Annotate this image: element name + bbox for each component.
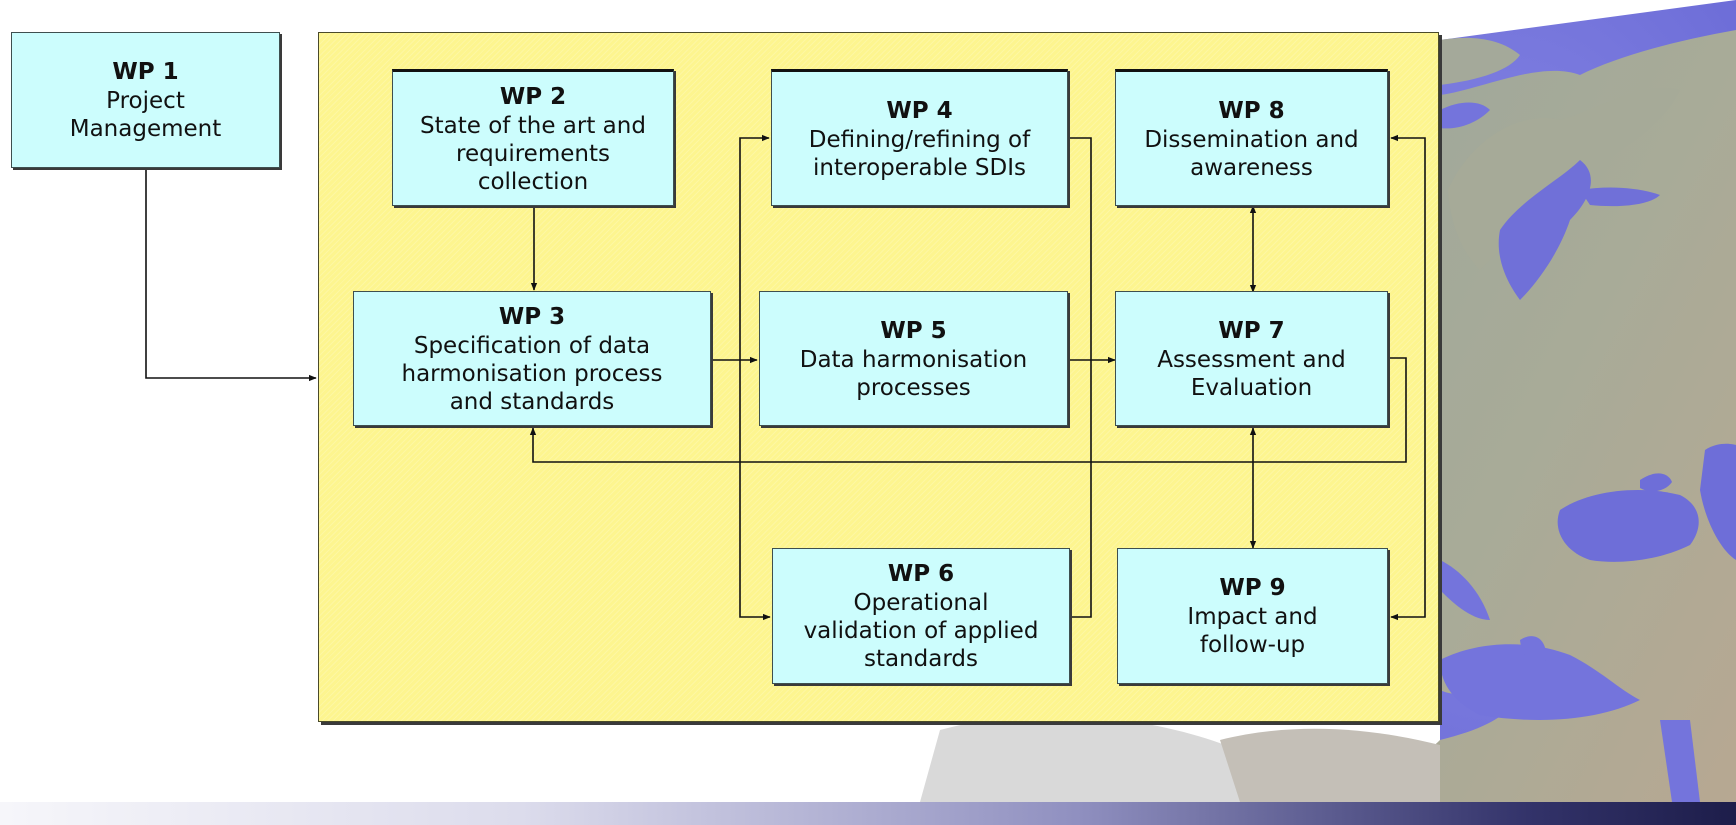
- wp7-desc-line-1: Assessment and: [1157, 346, 1346, 373]
- wp1-desc-line-1: Project: [106, 88, 185, 114]
- wp3-desc-line-2: harmonisation process: [401, 360, 663, 387]
- wp5-desc-line-1: Data harmonisation: [799, 346, 1028, 373]
- wp2-desc-line-3: collection: [477, 168, 589, 195]
- black-sea: [1557, 490, 1699, 562]
- pale-landmass-lower-2: [1220, 728, 1440, 802]
- north-atlantic: [1440, 102, 1490, 129]
- wp3-box[interactable]: WP 3 Specification of data harmonisation…: [353, 291, 711, 426]
- wp4-title: WP 4: [886, 97, 953, 124]
- land-west-coast: [1440, 37, 1520, 85]
- wp8-box[interactable]: WP 8 Dissemination and awareness: [1115, 69, 1388, 206]
- wp6-box[interactable]: WP 6 Operational validation of applied s…: [772, 548, 1070, 684]
- footer-gradient-bar: [0, 802, 1736, 825]
- wp4-desc-line-1: Defining/refining of: [808, 126, 1031, 153]
- wp8-desc-line-2: awareness: [1190, 154, 1313, 181]
- wp5-title: WP 5: [880, 317, 947, 344]
- red-sea-hint: [1660, 720, 1700, 802]
- sea-of-azov: [1640, 473, 1672, 492]
- globe-land: [1340, 30, 1736, 802]
- wp1-desc-line-2: Management: [69, 116, 222, 142]
- wp3-title: WP 3: [498, 303, 566, 330]
- wp9-box[interactable]: WP 9 Impact and follow-up: [1117, 548, 1388, 684]
- wp7-title: WP 7: [1218, 317, 1285, 344]
- wp3-desc-line-3: and standards: [449, 388, 615, 415]
- wp8-title: WP 8: [1218, 97, 1285, 124]
- wp5-desc-line-2: processes: [856, 374, 971, 401]
- wp5-box[interactable]: WP 5 Data harmonisation processes: [759, 291, 1068, 426]
- wp9-desc-line-1: Impact and: [1187, 604, 1318, 630]
- gulf-finland: [1580, 187, 1660, 207]
- wp6-desc-line-1: Operational: [853, 590, 989, 616]
- wp4-desc-line-2: interoperable SDIs: [813, 154, 1026, 181]
- wp6-desc-line-3: standards: [863, 646, 978, 672]
- wp7-desc-line-2: Evaluation: [1190, 374, 1313, 401]
- mediterranean: [1440, 644, 1640, 720]
- wp1-title: WP 1: [112, 59, 179, 85]
- wp9-desc-line-2: follow-up: [1199, 632, 1306, 658]
- adriatic: [1440, 560, 1490, 620]
- wp2-box[interactable]: WP 2 State of the art and requirements c…: [392, 69, 674, 206]
- wp6-desc-line-2: validation of applied: [803, 618, 1039, 644]
- wp9-title: WP 9: [1219, 575, 1286, 601]
- wp6-title: WP 6: [887, 561, 955, 587]
- baltic-sea: [1498, 160, 1591, 300]
- wp1-box[interactable]: WP 1 Project Management: [11, 32, 280, 168]
- wp2-title: WP 2: [499, 83, 567, 110]
- wp8-desc-line-1: Dissemination and: [1144, 126, 1359, 153]
- wp4-box[interactable]: WP 4 Defining/refining of interoperable …: [771, 69, 1068, 206]
- wp2-desc-line-1: State of the art and: [420, 112, 646, 139]
- caspian-sea: [1700, 443, 1736, 560]
- wp7-box[interactable]: WP 7 Assessment and Evaluation: [1115, 291, 1388, 426]
- aegean: [1520, 636, 1547, 664]
- wp2-desc-line-2: requirements: [456, 140, 610, 167]
- wp3-desc-line-1: Specification of data: [413, 332, 651, 359]
